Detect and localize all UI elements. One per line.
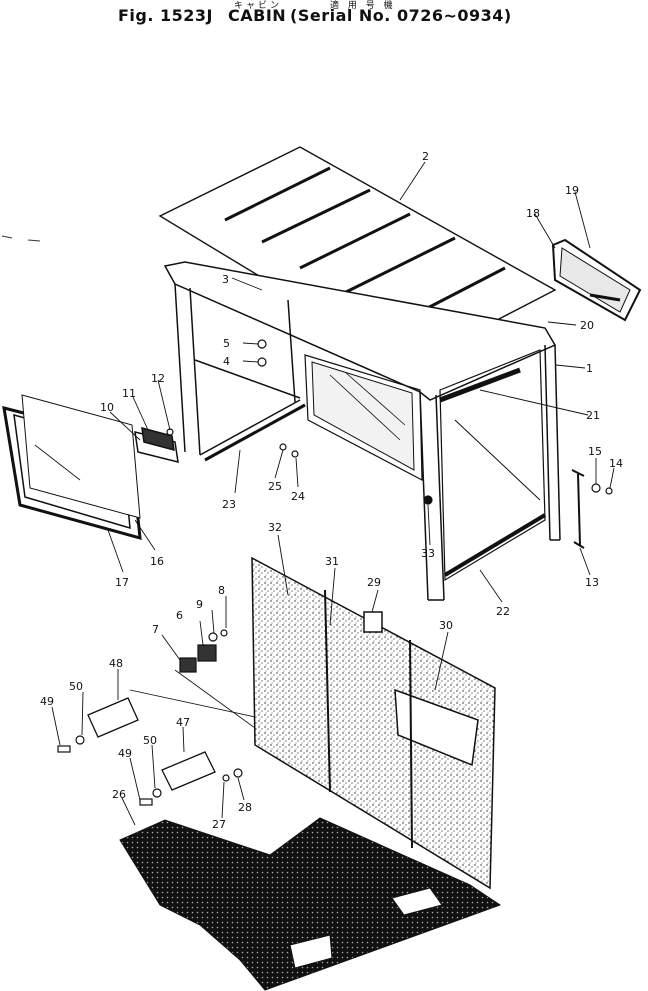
callout-27: 27 bbox=[212, 818, 226, 831]
callout-30: 30 bbox=[439, 619, 453, 632]
callout-6: 6 bbox=[176, 609, 183, 622]
callout-48: 48 bbox=[109, 657, 123, 670]
callout-31: 31 bbox=[325, 555, 339, 568]
figure-title-jp: キャビン bbox=[234, 1, 283, 11]
callout-26: 26 bbox=[112, 788, 126, 801]
callout-labels: 1 2 3 4 5 6 7 8 9 10 11 12 13 14 15 16 1… bbox=[40, 150, 623, 831]
rear-window bbox=[551, 238, 642, 322]
callout-33: 33 bbox=[421, 547, 435, 560]
callout-50-lower: 50 bbox=[143, 734, 157, 747]
callout-19: 19 bbox=[565, 184, 579, 197]
hardware bbox=[57, 339, 613, 806]
rod bbox=[571, 469, 585, 549]
callout-4: 4 bbox=[223, 355, 230, 368]
callout-29: 29 bbox=[367, 576, 381, 589]
figure-title-en: CABIN bbox=[228, 6, 287, 25]
callout-18: 18 bbox=[526, 207, 540, 220]
serial-text: Serial No. 0726~0934 bbox=[297, 6, 504, 25]
callout-13: 13 bbox=[585, 576, 599, 589]
leader-lines bbox=[51, 161, 615, 826]
figure-title: キャビン CABIN bbox=[228, 1, 287, 30]
small-plate bbox=[134, 426, 179, 464]
figure-number: Fig. 1523J bbox=[118, 6, 213, 25]
serial-range: 適 用 号 機 (Serial No. 0726~0934) bbox=[290, 1, 512, 30]
callout-5: 5 bbox=[223, 337, 230, 350]
callout-12: 12 bbox=[151, 372, 165, 385]
callout-25: 25 bbox=[268, 480, 282, 493]
cabin-frame bbox=[163, 261, 561, 601]
stray-marks bbox=[1, 235, 41, 242]
callout-9: 9 bbox=[196, 598, 203, 611]
callout-3: 3 bbox=[222, 273, 229, 286]
callout-22: 22 bbox=[496, 605, 510, 618]
callout-17: 17 bbox=[115, 576, 129, 589]
brackets bbox=[87, 669, 261, 791]
callout-47: 47 bbox=[176, 716, 190, 729]
callout-2: 2 bbox=[422, 150, 429, 163]
floor-mat bbox=[119, 817, 502, 991]
callout-49-upper: 49 bbox=[40, 695, 54, 708]
callout-14: 14 bbox=[609, 457, 623, 470]
callout-50-upper: 50 bbox=[69, 680, 83, 693]
callout-1: 1 bbox=[586, 362, 593, 375]
callout-15: 15 bbox=[588, 445, 602, 458]
side-window bbox=[2, 394, 142, 541]
callout-28: 28 bbox=[238, 801, 252, 814]
callout-11: 11 bbox=[122, 387, 136, 400]
callout-16: 16 bbox=[150, 555, 164, 568]
callout-24: 24 bbox=[291, 490, 305, 503]
callout-7: 7 bbox=[152, 623, 159, 636]
callout-23: 23 bbox=[222, 498, 236, 511]
callout-21: 21 bbox=[586, 409, 600, 422]
serial-label-jp: 適 用 号 機 bbox=[330, 1, 396, 11]
rear-panel bbox=[251, 556, 496, 890]
callout-32: 32 bbox=[268, 521, 282, 534]
callout-8: 8 bbox=[218, 584, 225, 597]
callout-10: 10 bbox=[100, 401, 114, 414]
callout-49-lower: 49 bbox=[118, 747, 132, 760]
callout-20: 20 bbox=[580, 319, 594, 332]
